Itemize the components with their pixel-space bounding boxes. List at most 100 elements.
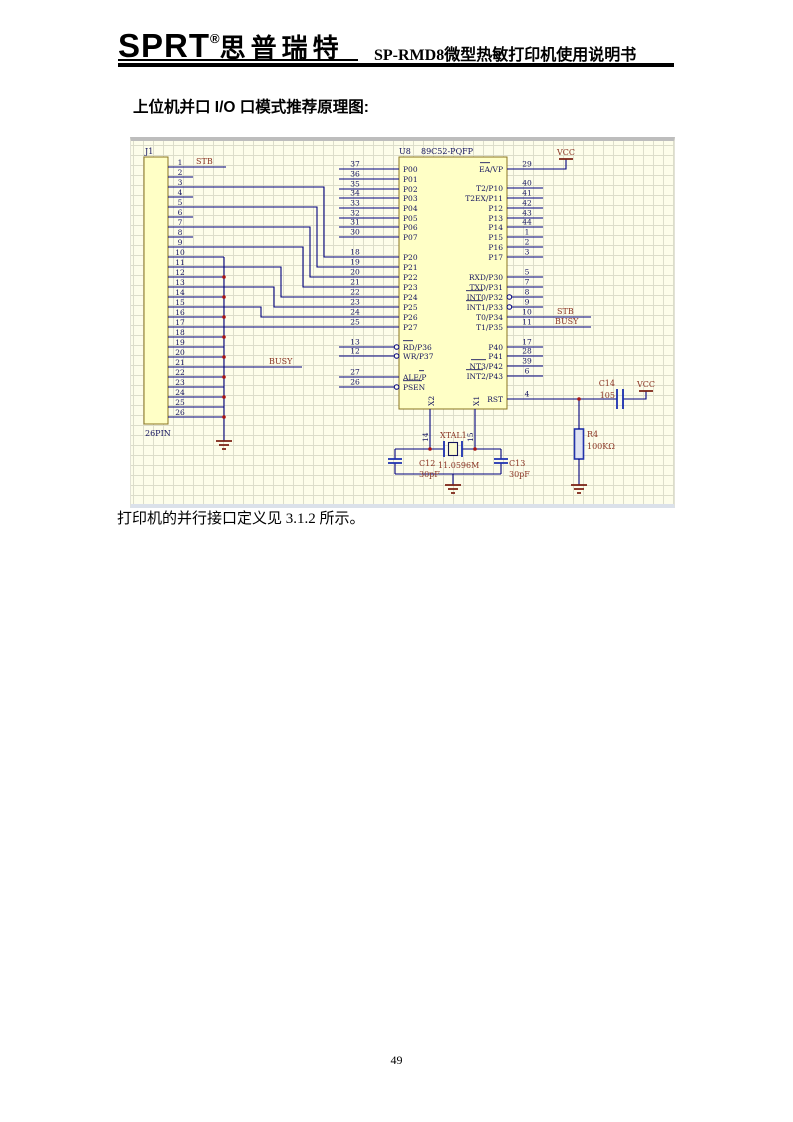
mcu-x1-label: X1 [472,396,481,406]
svg-text:1: 1 [525,228,530,237]
c12-ref: C12 [419,459,435,468]
svg-text:EA/VP: EA/VP [479,165,503,174]
svg-text:INT2/P43: INT2/P43 [467,372,504,381]
svg-text:36: 36 [350,170,360,179]
svg-text:11: 11 [522,318,532,327]
svg-text:5: 5 [178,198,183,207]
mcu-ref: U8 [399,147,411,156]
page-number: 49 [390,1053,403,1067]
svg-text:INT1/P33: INT1/P33 [467,303,504,312]
x1-pin-number: 15 [466,432,475,442]
svg-text:P21: P21 [403,263,418,272]
svg-text:TXD/P31: TXD/P31 [470,283,503,292]
svg-text:31: 31 [350,218,360,227]
svg-text:P26: P26 [403,313,418,322]
brand-logo-en: SPRT [118,27,211,64]
svg-text:19: 19 [175,338,185,347]
svg-text:10: 10 [175,248,185,257]
logo-underline [118,59,358,61]
svg-text:7: 7 [178,218,183,227]
svg-text:9: 9 [525,298,530,307]
connector-pin-numbers: 1 2 3 4 5 6 7 8 9 10 11 12 13 14 15 16 1… [175,158,185,417]
net-label-stb-right: STB [557,307,574,316]
xtal-value: 11.0596M [438,461,479,470]
svg-text:2: 2 [525,238,530,247]
brand-logo: SPRT®思普瑞特 [118,27,344,65]
net-label-stb-left: STB [196,157,213,166]
svg-text:21: 21 [350,278,360,287]
mcu-left-numbers: 37 36 35 34 33 32 31 30 18 19 20 21 22 2… [350,160,360,387]
brand-logo-cn: 思普瑞特 [219,34,344,63]
svg-text:23: 23 [350,298,360,307]
svg-text:INT0/P32: INT0/P32 [467,293,504,302]
svg-text:42: 42 [522,199,532,208]
svg-text:22: 22 [350,288,360,297]
xtal-ref: XTAL1 [440,431,467,440]
svg-text:RD/P36: RD/P36 [403,343,432,352]
svg-text:2: 2 [178,168,183,177]
svg-text:P00: P00 [403,165,418,174]
connector-body [143,156,169,425]
svg-text:11: 11 [175,258,185,267]
svg-text:30: 30 [350,228,360,237]
svg-text:P06: P06 [403,223,418,232]
svg-text:RXD/P30: RXD/P30 [469,273,503,282]
pin-overlines [403,162,490,382]
section-heading: 上位机并口 I/O 口模式推荐原理图: [133,99,369,116]
ground-symbols [216,440,587,494]
inversion-bubbles [393,294,513,390]
svg-text:NT3/P42: NT3/P42 [470,362,504,371]
c14-value: 105 [600,391,615,400]
svg-text:19: 19 [350,258,360,267]
svg-text:17: 17 [175,318,185,327]
svg-text:28: 28 [522,347,532,356]
svg-text:P15: P15 [488,233,503,242]
svg-text:5: 5 [525,268,530,277]
svg-text:9: 9 [178,238,183,247]
svg-text:8: 8 [525,288,530,297]
svg-text:20: 20 [175,348,185,357]
mcu-x2-label: X2 [427,396,436,406]
svg-text:WR/P37: WR/P37 [403,352,434,361]
svg-text:P22: P22 [403,273,418,282]
wires [168,159,647,485]
svg-text:35: 35 [350,180,360,189]
svg-text:14: 14 [175,288,185,297]
svg-text:27: 27 [350,368,360,377]
svg-text:17: 17 [522,338,532,347]
mcu-body [398,156,508,410]
svg-text:P07: P07 [403,233,418,242]
svg-text:P02: P02 [403,185,418,194]
svg-text:6: 6 [525,367,530,376]
svg-text:26: 26 [350,378,360,387]
mcu-right-numbers: 29 40 41 42 43 44 1 2 3 5 7 8 9 10 11 17… [522,160,532,399]
resistor-symbol [573,428,585,460]
svg-text:13: 13 [175,278,185,287]
c14-ref: C14 [599,379,615,388]
svg-text:10: 10 [522,308,532,317]
svg-text:16: 16 [175,308,185,317]
svg-text:P27: P27 [403,323,418,332]
svg-text:T1/P35: T1/P35 [476,323,503,332]
svg-text:25: 25 [175,398,185,407]
document-title: SP-RMD8微型热敏打印机使用说明书 [374,47,637,64]
svg-text:13: 13 [350,338,360,347]
svg-text:21: 21 [175,358,185,367]
r4-ref: R4 [587,430,598,439]
vcc-label-right: VCC [636,380,655,389]
figure-caption: 打印机的并行接口定义见 3.1.2 所示。 [117,511,365,527]
svg-text:12: 12 [175,268,185,277]
svg-text:8: 8 [178,228,183,237]
svg-text:23: 23 [175,378,185,387]
svg-text:P14: P14 [488,223,503,232]
svg-text:T2/P10: T2/P10 [476,184,503,193]
svg-text:44: 44 [522,218,532,227]
vcc-symbols [559,158,653,392]
svg-text:25: 25 [350,318,360,327]
c13-ref: C13 [509,459,525,468]
svg-text:18: 18 [350,248,360,257]
svg-text:7: 7 [525,278,530,287]
svg-text:P23: P23 [403,283,418,292]
mcu-part: 89C52-PQFP [421,147,474,156]
svg-text:PSEN: PSEN [403,383,426,392]
